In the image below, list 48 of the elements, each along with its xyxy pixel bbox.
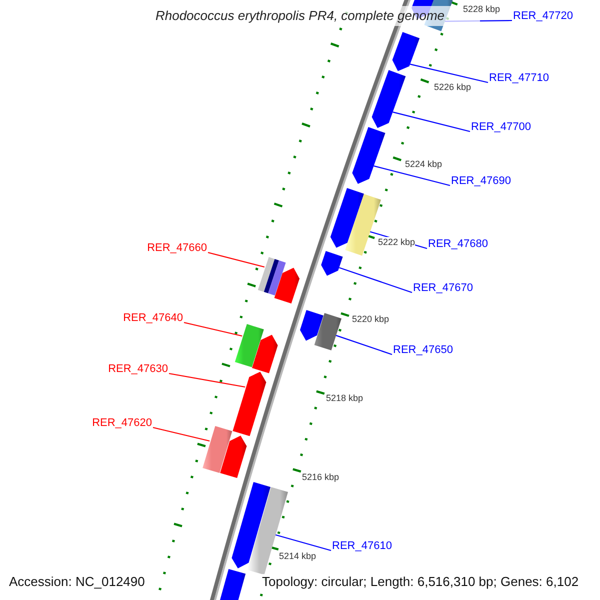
- leader-line: [208, 252, 265, 268]
- footer-text: Accession: NC_012490: [9, 574, 145, 590]
- scale-tick-label: 5222 kbp: [378, 237, 416, 248]
- scale-tick-label: 5218 kbp: [326, 393, 364, 404]
- gene-bar: [202, 426, 232, 473]
- gene-bar: [314, 313, 342, 350]
- leader-line: [392, 112, 470, 132]
- gene-label: RER_47670: [413, 282, 473, 295]
- scale-tick-label: 5226 kbp: [434, 82, 472, 93]
- gene-bar: [234, 324, 264, 368]
- gene-label: RER_47660: [147, 242, 207, 255]
- leader-line: [184, 322, 242, 337]
- gene-label: RER_47710: [489, 72, 549, 85]
- gene-bar: [232, 482, 270, 568]
- gene-bar: [232, 372, 266, 436]
- gene-label: RER_47690: [451, 175, 511, 188]
- gene-label: RER_47640: [123, 312, 183, 325]
- gene-bar: [220, 436, 247, 478]
- scale-tick-label: 5214 kbp: [279, 551, 316, 562]
- footer-text: Topology: circular; Length: 6,516,310 bp; Genes: 6,102: [262, 574, 579, 590]
- gene-bar: [274, 268, 300, 304]
- gene-label: RER_47720: [513, 10, 573, 23]
- scale-tick-label: 5220 kbp: [352, 314, 390, 325]
- gene-label: RER_47610: [332, 540, 392, 553]
- leader-line: [336, 334, 392, 356]
- leader-line: [168, 372, 246, 388]
- scale-tick-label: 5228 kbp: [463, 4, 500, 15]
- gene-bar: [252, 334, 278, 374]
- leader-line: [152, 426, 210, 442]
- gene-bar: [321, 251, 343, 276]
- gene-label: RER_47680: [428, 238, 488, 251]
- gene-bar: [330, 188, 364, 248]
- scale-tick-label: 5224 kbp: [405, 159, 442, 170]
- gene-label: RER_47620: [92, 417, 152, 430]
- gene-bar: [258, 257, 286, 296]
- gene-bar: [372, 70, 406, 128]
- leader-line: [410, 64, 488, 84]
- gene-bar: [300, 310, 324, 341]
- gene-bar: [218, 569, 246, 600]
- gene-label: RER_47630: [108, 363, 168, 376]
- leader-line: [275, 534, 332, 552]
- gene-bar: [352, 127, 386, 184]
- gene-label: RER_47700: [471, 121, 531, 134]
- gene-bar: [392, 32, 420, 72]
- gene-label: RER_47650: [393, 344, 453, 357]
- leader-line: [338, 267, 412, 294]
- scale-tick-label: 5216 kbp: [302, 472, 340, 483]
- leader-line: [374, 165, 450, 186]
